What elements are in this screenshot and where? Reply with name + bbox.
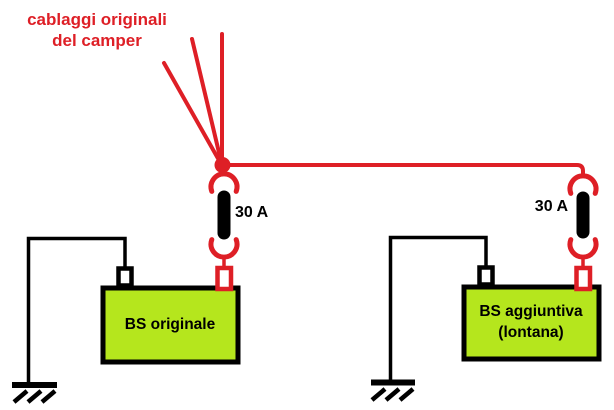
fuse-right	[567, 173, 599, 270]
ground-circuit-left	[12, 236, 127, 404]
ground-symbol-left-hatch-2	[26, 389, 43, 404]
ground-wire-left	[26, 236, 127, 383]
battery-right-negative-terminal	[477, 265, 495, 287]
battery-right-positive-terminal	[574, 265, 593, 292]
battery-right-label: BS aggiuntiva (lontana)	[461, 283, 601, 360]
fuse-left	[208, 171, 240, 271]
ground-symbol-left-hatch-1	[12, 389, 29, 404]
fuse-left-rating-label: 30 A	[235, 204, 269, 221]
battery-right-label-line1: BS aggiuntiva	[479, 302, 583, 320]
ground-symbol-right-hatch-1	[370, 387, 387, 402]
fuse-right-rating-label: 30 A	[534, 198, 568, 215]
battery-left-label-text: BS originale	[124, 315, 216, 333]
fuse-left-top-clip	[208, 171, 240, 194]
ground-wire-right	[388, 235, 488, 381]
fuse-right-top-clip	[567, 173, 599, 196]
ground-symbol-left-hatch-3	[40, 389, 57, 404]
battery-left-positive-terminal	[215, 265, 234, 292]
ground-symbol-right-hatch-3	[398, 387, 415, 402]
red-wire-horizontal	[222, 163, 585, 177]
battery-left-box	[100, 285, 241, 365]
camper-wiring-label-line2: del camper	[52, 31, 142, 50]
fuse-right-bottom-clip	[567, 237, 599, 260]
battery-right-box	[461, 284, 602, 362]
red-wire-diagonal-2	[162, 61, 222, 164]
battery-left-label: BS originale	[100, 285, 240, 363]
fuse-left-bottom-clip	[208, 237, 240, 260]
junction-dot	[214, 157, 231, 173]
camper-wiring-label-line1: cablaggi originali	[27, 10, 167, 29]
camper-wiring-label: cablaggi originali del camper	[8, 9, 186, 51]
ground-symbol-right-hatch-2	[384, 387, 401, 402]
battery-right-label-line2: (lontana)	[498, 323, 564, 341]
ground-circuit-right	[370, 235, 488, 402]
battery-left-negative-terminal	[116, 266, 134, 288]
camper-wiring-lines	[162, 32, 585, 177]
red-wire-diagonal-1	[190, 37, 223, 163]
